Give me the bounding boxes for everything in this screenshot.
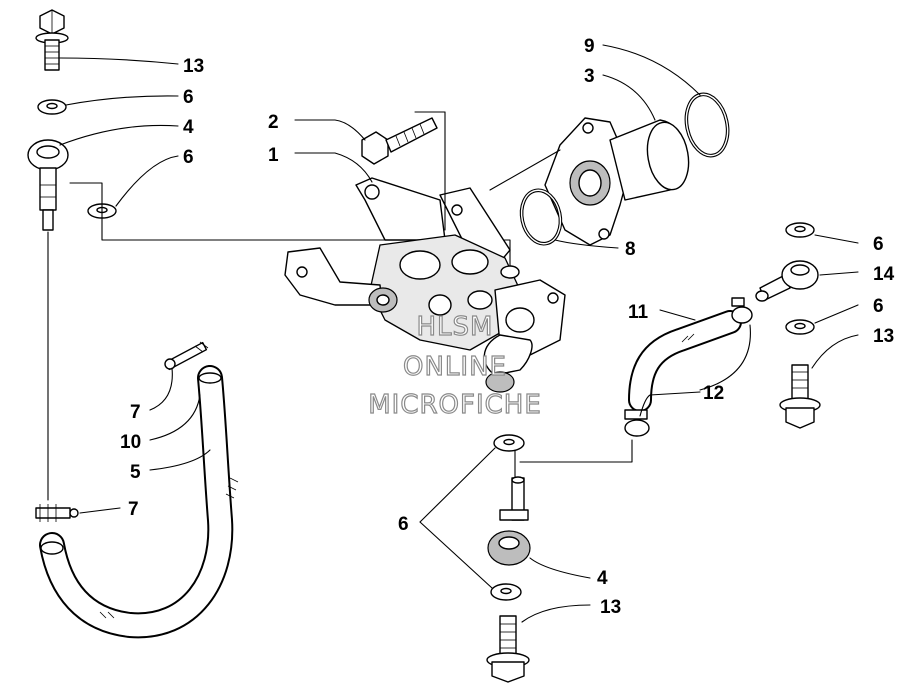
hose-clamp-bottom: [35, 504, 79, 522]
pump-mount-bolt: [361, 117, 438, 165]
callout-4-top: 4: [183, 117, 194, 138]
washer-right-top: [785, 222, 815, 238]
o-ring-small: [519, 188, 563, 246]
callout-3: 3: [584, 66, 595, 87]
callout-5: 5: [130, 462, 141, 483]
washer-bottom-lower: [490, 583, 522, 601]
oil-hose: [39, 365, 239, 639]
pump-drive-housing: [544, 117, 690, 246]
leader-lines: [59, 44, 859, 623]
callout-13-bottom: 13: [600, 597, 621, 618]
callout-2: 2: [268, 112, 279, 133]
banjo-bolt-right: [779, 364, 821, 429]
callout-labels: 13 6 4 6 2 1 9 3 8 6 14 11 6 13 12 7 10 …: [120, 36, 895, 618]
o-ring-large: [684, 92, 730, 158]
hose-clamp-lower-right: [624, 409, 650, 437]
oil-pump-body: [284, 177, 566, 393]
callout-10: 10: [120, 432, 141, 453]
callout-13-top: 13: [183, 56, 204, 77]
washer-top-left: [37, 99, 67, 115]
callout-8: 8: [625, 239, 636, 260]
hose-clamp-upper-right: [731, 297, 753, 324]
pump-hose: [628, 310, 742, 412]
callout-13-right: 13: [873, 326, 894, 347]
washer-bottom-upper: [493, 434, 525, 452]
banjo-bolt-top-left: [35, 9, 69, 71]
callout-14: 14: [873, 264, 895, 285]
callout-6-right-mid: 6: [873, 296, 884, 317]
watermark: HLSM ONLINE MICROFICHE: [368, 311, 542, 420]
callout-9: 9: [584, 36, 595, 57]
hose-clamp-top: [164, 341, 209, 371]
callout-6-bottom: 6: [398, 514, 409, 535]
callout-7-bottom: 7: [128, 499, 139, 520]
callout-12: 12: [703, 383, 724, 404]
banjo-bolt-bottom: [486, 615, 530, 683]
callout-11: 11: [628, 302, 649, 323]
watermark-line-3: MICROFICHE: [368, 390, 542, 420]
callout-7-top: 7: [130, 402, 141, 423]
watermark-line-2: ONLINE: [403, 352, 507, 382]
callout-6-right-top: 6: [873, 234, 884, 255]
banjo-fitting-bottom: [487, 476, 531, 566]
banjo-fitting-top-left: [27, 139, 69, 231]
watermark-line-1: HLSM: [417, 312, 494, 342]
callout-6-b: 6: [183, 147, 194, 168]
callout-6-a: 6: [183, 87, 194, 108]
callout-4-bottom: 4: [597, 568, 608, 589]
callout-1: 1: [268, 145, 279, 166]
banjo-fitting-right: [755, 260, 819, 302]
washer-right-mid: [785, 319, 815, 335]
